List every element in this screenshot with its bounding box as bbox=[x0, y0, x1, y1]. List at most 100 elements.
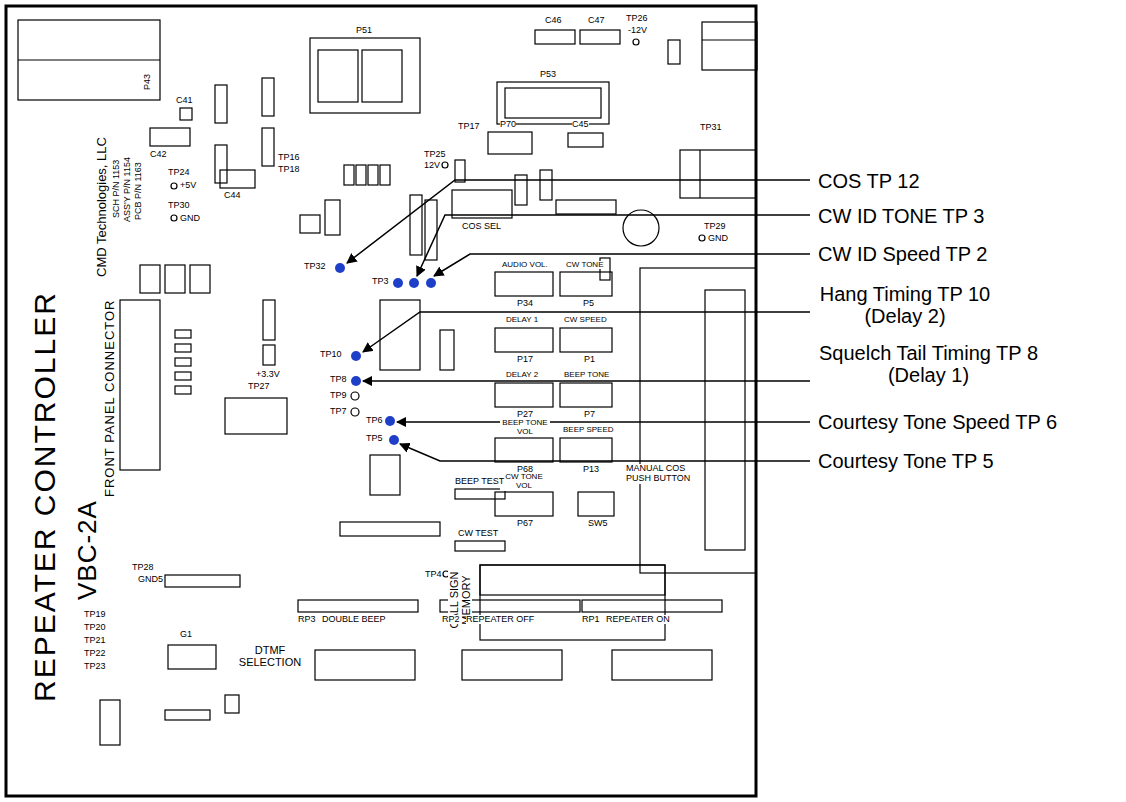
resistor-outline bbox=[368, 165, 378, 185]
resistor-outline bbox=[263, 345, 275, 365]
potentiometer-outline bbox=[495, 272, 553, 296]
resistor-outline bbox=[262, 128, 274, 166]
silkscreen-label: SW5 bbox=[588, 519, 608, 528]
leader-line bbox=[397, 421, 810, 423]
push-button-outline bbox=[578, 492, 614, 516]
regulator-body bbox=[505, 88, 601, 118]
silkscreen-label: +5V bbox=[180, 181, 196, 190]
potentiometer-outline bbox=[495, 438, 553, 462]
silkscreen-label: TP30 bbox=[168, 201, 190, 210]
test-point bbox=[633, 39, 639, 45]
silkscreen-label: C41 bbox=[176, 96, 193, 105]
silkscreen-label: BEEP TONE bbox=[564, 371, 609, 379]
part-outline bbox=[300, 215, 320, 233]
silkscreen-label: TP9 bbox=[330, 391, 347, 400]
silkscreen-label: TP32 bbox=[304, 262, 326, 271]
silkscreen-label: TP22 bbox=[84, 649, 106, 658]
memory-chip-outline bbox=[480, 565, 665, 640]
diode-outline bbox=[455, 160, 465, 182]
leader-line bbox=[347, 180, 810, 263]
resistor-outline bbox=[215, 85, 227, 123]
leader-line bbox=[400, 444, 810, 461]
header-outline bbox=[340, 522, 440, 536]
resistor-outline bbox=[175, 330, 191, 338]
capacitor-outline bbox=[220, 170, 255, 188]
silkscreen-label: GND bbox=[180, 214, 200, 223]
silkscreen-label: TP29 bbox=[704, 222, 726, 231]
resistor-outline bbox=[344, 165, 354, 185]
memory-chip-outline bbox=[480, 565, 665, 595]
transformer-core bbox=[318, 50, 358, 102]
silkscreen-label: RP1 bbox=[582, 615, 600, 624]
silkscreen-label: C45 bbox=[572, 120, 589, 129]
silkscreen-label: +3.3V bbox=[256, 370, 280, 379]
potentiometer-outline bbox=[560, 438, 612, 462]
resistor-outline bbox=[356, 165, 366, 185]
callout-label: COS TP 12 bbox=[818, 170, 920, 192]
silkscreen-label: P70 bbox=[500, 120, 516, 129]
potentiometer-outline bbox=[495, 383, 553, 407]
silkscreen-label: BEEP TONE VOL bbox=[500, 419, 550, 437]
silkscreen-label: TP23 bbox=[84, 662, 106, 671]
silkscreen-label: CW TONE VOL bbox=[500, 473, 548, 491]
silkscreen-label: TP20 bbox=[84, 623, 106, 632]
jumper-outline bbox=[452, 190, 512, 218]
ic-outline bbox=[370, 455, 400, 495]
part-outline bbox=[410, 195, 422, 255]
connector-divider bbox=[699, 150, 700, 198]
silkscreen-label: DELAY 1 bbox=[506, 316, 538, 324]
silkscreen-label: TP18 bbox=[278, 165, 300, 174]
silkscreen-label: TP21 bbox=[84, 636, 106, 645]
silkscreen-label: SCH P/N 1153 bbox=[112, 160, 121, 218]
transformer-outline bbox=[310, 38, 420, 113]
dip-switch-outline bbox=[315, 650, 415, 680]
part-outline bbox=[100, 700, 120, 745]
silkscreen-label: C44 bbox=[224, 191, 241, 200]
silkscreen-label: P43 bbox=[143, 74, 152, 90]
leader-line bbox=[417, 215, 810, 276]
resistor-outline bbox=[215, 145, 227, 183]
silkscreen-label: P7 bbox=[584, 410, 595, 419]
silkscreen-label: P5 bbox=[583, 299, 594, 308]
capacitor-outline bbox=[568, 133, 603, 147]
resistor-outline bbox=[175, 372, 191, 380]
silkscreen-label: P27 bbox=[517, 410, 533, 419]
silkscreen-label: BEEP TEST bbox=[455, 477, 504, 486]
resistor-outline bbox=[175, 386, 191, 394]
test-point bbox=[171, 183, 177, 189]
silkscreen-label: RP2 bbox=[442, 615, 460, 624]
part-outline bbox=[165, 265, 185, 293]
silkscreen-label: MANUAL COS PUSH BUTTON bbox=[626, 464, 704, 484]
dip-switch-outline bbox=[462, 650, 562, 680]
regulator-outline bbox=[497, 82, 609, 124]
capacitor-outline bbox=[535, 30, 575, 44]
test-point bbox=[351, 408, 359, 416]
silkscreen-label: REPEATER ON bbox=[606, 615, 670, 624]
callout-label: CW ID TONE TP 3 bbox=[818, 205, 984, 227]
callout-label: CW ID Speed TP 2 bbox=[818, 243, 987, 265]
board-title: REPEATER CONTROLLER bbox=[30, 291, 60, 702]
silkscreen-label: TP5 bbox=[366, 434, 383, 443]
resistor-outline bbox=[263, 300, 275, 340]
dip-switch-outline bbox=[298, 600, 418, 612]
diode-outline bbox=[668, 40, 680, 64]
callout-label: Squelch Tail Timing TP 8 (Delay 1) bbox=[806, 342, 1051, 386]
switch-outline bbox=[455, 541, 505, 551]
test-point-marker bbox=[385, 416, 395, 426]
potentiometer-outline bbox=[560, 328, 612, 352]
silkscreen-label: G1 bbox=[180, 630, 192, 639]
silkscreen-label: P53 bbox=[540, 70, 556, 79]
connector-outline bbox=[680, 150, 756, 198]
silkscreen-label: TP28 bbox=[132, 563, 154, 572]
silkscreen-label: CW TONE bbox=[566, 261, 603, 269]
silkscreen-label: ASS'Y P/N 1154 bbox=[123, 157, 132, 222]
resistor-outline bbox=[440, 330, 454, 370]
silkscreen-label: TP17 bbox=[458, 122, 480, 131]
front-panel-connector bbox=[120, 300, 160, 470]
header-outline bbox=[165, 575, 240, 587]
silkscreen-label: C46 bbox=[545, 16, 562, 25]
test-point-marker bbox=[426, 278, 436, 288]
silkscreen-label: COS SEL bbox=[462, 222, 501, 231]
silkscreen-label: REPEATER OFF bbox=[466, 615, 534, 624]
